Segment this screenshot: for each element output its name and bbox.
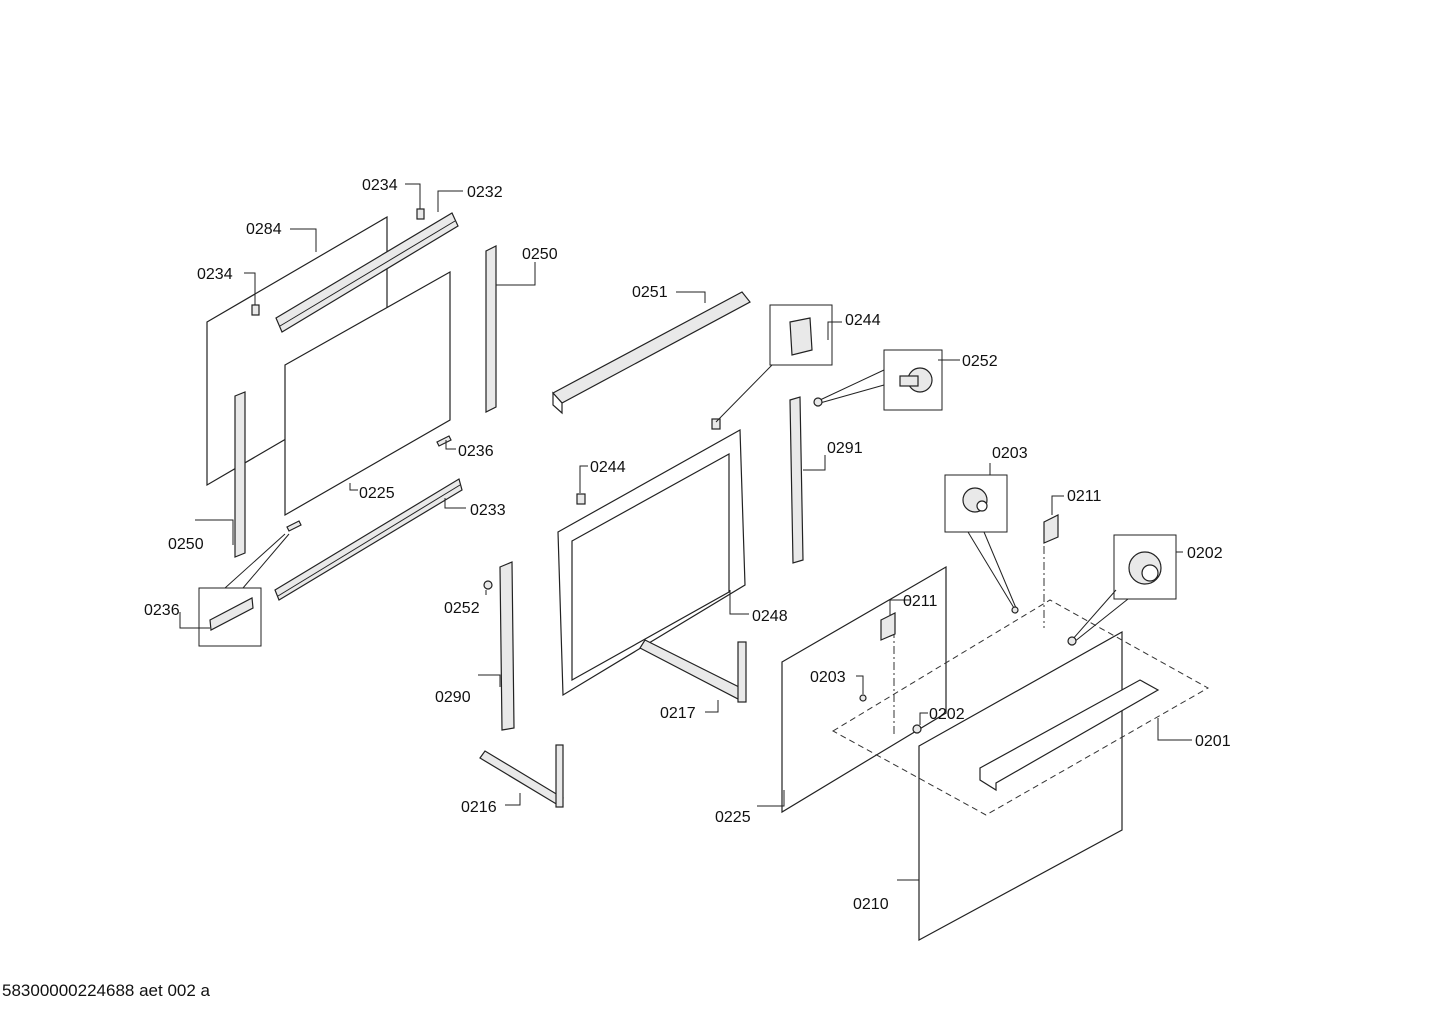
document-id: 58300000224688 aet 002 a [2, 981, 210, 1000]
callout-0201[interactable]: 0201 [1195, 733, 1231, 750]
callout-0244[interactable]: 0244 [590, 459, 626, 476]
callout-0203[interactable]: 0203 [992, 445, 1028, 462]
part-0250-left-strip[interactable] [234, 391, 246, 558]
part-0211-hinge-lower[interactable] [880, 612, 896, 641]
part-0216-l-bracket[interactable] [479, 750, 564, 806]
part-0252-screw-small[interactable] [483, 580, 493, 590]
callout-0290[interactable]: 0290 [435, 689, 471, 706]
callout-0252[interactable]: 0252 [444, 600, 480, 617]
callout-0225[interactable]: 0225 [359, 485, 395, 502]
callout-0232[interactable]: 0232 [467, 184, 503, 201]
callout-0236[interactable]: 0236 [144, 602, 180, 619]
part-0210-door-panel[interactable] [918, 630, 1123, 942]
part-0252-screw[interactable] [813, 397, 823, 407]
part-0251-top-frame-bar[interactable] [552, 291, 751, 404]
callout-0250[interactable]: 0250 [168, 536, 204, 553]
part-0217-bracket[interactable] [639, 639, 746, 701]
part-0225-outer-glass[interactable] [781, 565, 947, 814]
part-0290-side-strip[interactable] [499, 561, 515, 731]
callout-0211[interactable]: 0211 [1067, 488, 1102, 505]
callout-0244[interactable]: 0244 [845, 312, 881, 329]
callout-0234[interactable]: 0234 [197, 266, 233, 283]
part-0211-hinge-upper[interactable] [1043, 514, 1059, 544]
part-0201-handle[interactable] [979, 679, 1160, 792]
callout-0233[interactable]: 0233 [470, 502, 506, 519]
callout-0291[interactable]: 0291 [827, 440, 863, 457]
callout-0252[interactable]: 0252 [962, 353, 998, 370]
assembly-outline [831, 599, 1210, 816]
part-0234-clip-left[interactable] [251, 304, 260, 316]
callout-0203[interactable]: 0203 [810, 669, 846, 686]
leader-lines [179, 183, 1192, 881]
part-0203-knob[interactable] [1011, 606, 1019, 614]
callout-0248[interactable]: 0248 [752, 608, 788, 625]
callout-0211[interactable]: 0211 [903, 593, 938, 610]
callout-0284[interactable]: 0284 [246, 221, 282, 238]
callout-0225[interactable]: 0225 [715, 809, 751, 826]
callout-0251[interactable]: 0251 [632, 284, 668, 301]
callout-0250[interactable]: 0250 [522, 246, 558, 263]
callout-0210[interactable]: 0210 [853, 896, 889, 913]
part-0236-pad-detail[interactable] [209, 597, 254, 631]
callout-0234[interactable]: 0234 [362, 177, 398, 194]
part-0250-right-strip[interactable] [485, 245, 497, 413]
part-0291-side-strip[interactable] [789, 396, 804, 564]
callout-0202[interactable]: 0202 [929, 706, 965, 723]
part-0234-clip-top[interactable] [416, 208, 425, 220]
callout-0202[interactable]: 0202 [1187, 545, 1223, 562]
part-0244-hinge-clip[interactable] [576, 493, 586, 505]
part-0232-top-profile[interactable] [275, 212, 459, 333]
part-0202-bumper[interactable] [1067, 636, 1077, 646]
callout-labels: 0234 0232 0284 0234 0250 0236 0225 0233 … [144, 177, 1231, 913]
callout-0217[interactable]: 0217 [660, 705, 696, 722]
part-0236-pad-left[interactable] [286, 520, 302, 532]
callout-0236[interactable]: 0236 [458, 443, 494, 460]
part-0225-inner-glass[interactable] [284, 270, 451, 517]
callout-0216[interactable]: 0216 [461, 799, 497, 816]
part-0236-pad-right[interactable] [436, 435, 452, 447]
